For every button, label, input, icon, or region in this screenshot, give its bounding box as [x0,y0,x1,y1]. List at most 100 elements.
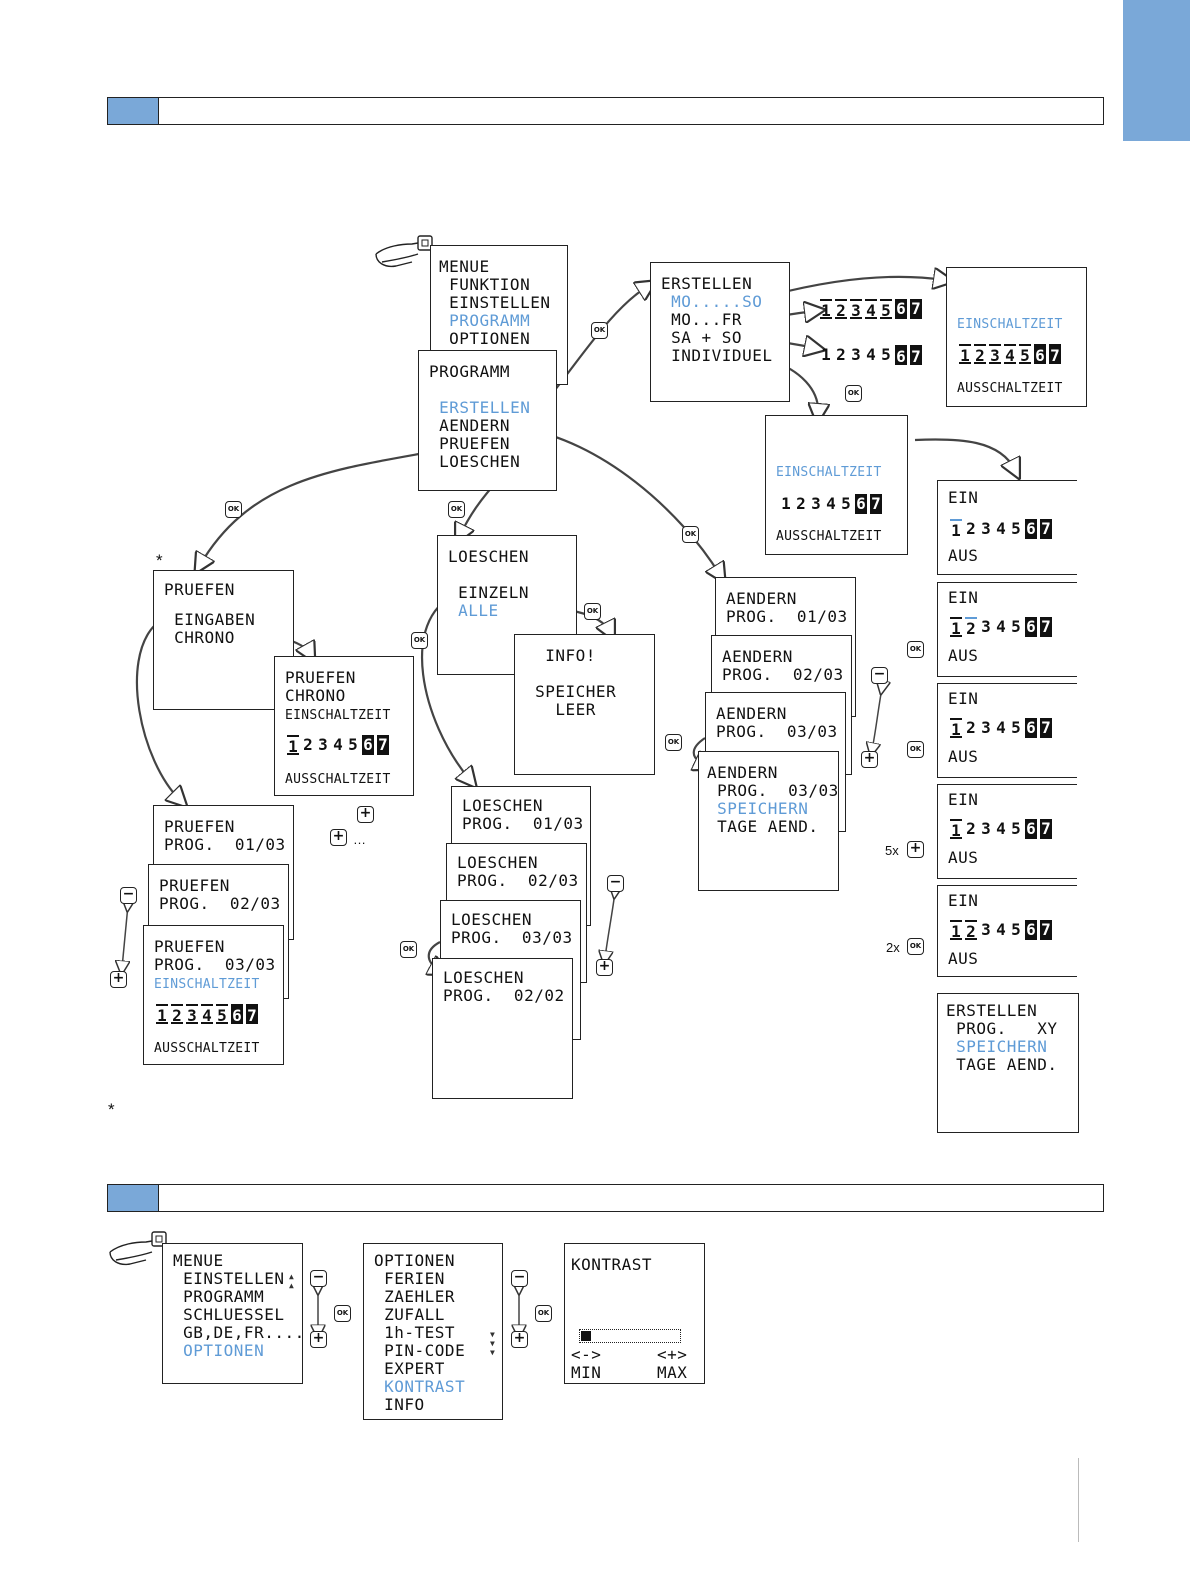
pruefen-item-eingaben[interactable]: EINGABEN [164,610,256,629]
plus-button-icon[interactable]: + [861,751,878,768]
erstellen-title: ERSTELLEN [661,274,753,293]
menu-screen-optionen-path: MENUE EINSTELLEN PROGRAMM SCHLUESSEL GB,… [162,1243,305,1384]
arrow-minus-plus-loeschen [605,892,615,958]
aendern-item-tage-aend[interactable]: TAGE AEND. [707,817,819,836]
aendern-title: AENDERN [707,763,778,782]
prog-counter: PROG. 03/03 [707,781,839,800]
day-3: 3 [851,345,861,364]
optionen-item-zufall[interactable]: ZUFALL [374,1305,445,1324]
ok-button-icon[interactable]: OK [682,526,699,543]
day-5: 5 [1011,617,1021,636]
day-4: 4 [996,920,1006,939]
day-2: 2 [966,819,976,838]
erstellen-item-individuel[interactable]: INDIVIDUEL [661,346,773,365]
day-7: 7 [1040,718,1052,738]
press-count-5x: 5x [885,843,899,858]
day-6: 6 [1025,920,1037,940]
plus-button-icon[interactable]: + [357,806,374,823]
minus-button-icon[interactable]: − [120,887,137,904]
info-speicher: SPEICHER [525,682,617,701]
optionen-screen: OPTIONEN FERIEN ZAEHLER ZUFALL 1h-TEST P… [363,1243,503,1420]
programm-item-erstellen[interactable]: ERSTELLEN [429,398,531,417]
ok-button-icon[interactable]: OK [907,938,924,955]
programm-item-pruefen[interactable]: PRUEFEN [429,434,511,453]
day-4: 4 [865,299,877,320]
erstellen-save-screen: ERSTELLEN PROG. XY SPEICHERN TAGE AEND. [937,993,1079,1133]
plus-button-icon[interactable]: + [907,841,924,858]
ok-button-icon[interactable]: OK [448,501,465,518]
menu-item-funktion[interactable]: FUNKTION [439,275,531,294]
ein-aus-screen-2: EIN 1 2 3 4 5 6 7 AUS [937,582,1077,677]
einschaltzeit-label: EINSCHALTZEIT [154,977,260,992]
menu-item-einstellen[interactable]: EINSTELLEN [439,293,551,312]
day-1: 1 [820,299,832,320]
minus-button-icon[interactable]: − [871,667,888,684]
plus-button-icon[interactable]: + [596,959,613,976]
ok-button-icon[interactable]: OK [907,641,924,658]
optionen-item-info[interactable]: INFO [374,1395,425,1414]
ok-button-icon[interactable]: OK [400,941,417,958]
plus-button-icon[interactable]: + [330,829,347,846]
menu-item-optionen[interactable]: OPTIONEN [439,329,531,348]
plus-button-icon[interactable]: + [310,1331,327,1348]
loeschen-item-alle[interactable]: ALLE [448,601,499,620]
day-5: 5 [881,345,891,364]
arrow-einschalt-ein [914,438,1015,470]
menu-item-programm[interactable]: PROGRAMM [439,311,531,330]
ok-button-icon[interactable]: OK [591,322,608,339]
ok-button-icon[interactable]: OK [907,741,924,758]
pruefen-title: PRUEFEN [159,876,230,895]
erstellen-item-mo-so[interactable]: MO.....SO [661,292,763,311]
programm-item-aendern[interactable]: AENDERN [429,416,511,435]
optionen-item-zaehler[interactable]: ZAEHLER [374,1287,456,1306]
contrast-slider[interactable] [579,1329,681,1343]
day-5: 5 [1011,519,1021,538]
day-5: 5 [216,1004,228,1025]
menu-item-optionen[interactable]: OPTIONEN [173,1341,265,1360]
day-3: 3 [981,617,991,636]
menu-item-schluessel[interactable]: SCHLUESSEL [173,1305,285,1324]
minus-button-icon[interactable]: − [310,1270,327,1287]
ok-button-icon[interactable]: OK [584,603,601,620]
ok-button-icon[interactable]: OK [535,1305,552,1322]
day-5: 5 [1011,819,1021,838]
minus-button-icon[interactable]: − [607,875,624,892]
plus-button-icon[interactable]: + [511,1331,528,1348]
day-7: 7 [1040,920,1052,940]
optionen-item-kontrast[interactable]: KONTRAST [374,1377,466,1396]
erstellen-item-mo-fr[interactable]: MO...FR [661,310,743,329]
erstellen-item-tage-aend[interactable]: TAGE AEND. [946,1055,1058,1074]
loeschen-item-einzeln[interactable]: EINZELN [448,583,530,602]
day-1: 1 [781,494,791,513]
ok-button-icon[interactable]: OK [845,385,862,402]
minus-button-icon[interactable]: − [511,1270,528,1287]
menu-item-language[interactable]: GB,DE,FR.... [173,1323,305,1342]
aendern-item-speichern[interactable]: SPEICHERN [707,799,809,818]
ok-button-icon[interactable]: OK [665,734,682,751]
aendern-prog-screen-4: AENDERN PROG. 03/03 SPEICHERN TAGE AEND. [698,751,839,891]
day-5: 5 [880,299,892,320]
chrono-label: CHRONO [285,686,346,705]
footnote-star: * [108,1100,115,1119]
day-2: 2 [835,299,847,320]
optionen-item-pin-code[interactable]: PIN-CODE [374,1341,466,1360]
erstellen-title: ERSTELLEN [946,1001,1038,1020]
menu-item-einstellen[interactable]: EINSTELLEN [173,1269,285,1288]
ok-button-icon[interactable]: OK [225,501,242,518]
prog-counter: PROG. 02/03 [159,894,281,913]
ok-button-icon[interactable]: OK [411,632,428,649]
menu-item-programm[interactable]: PROGRAMM [173,1287,265,1306]
erstellen-item-speichern[interactable]: SPEICHERN [946,1037,1048,1056]
optionen-item-1h-test[interactable]: 1h-TEST [374,1323,456,1342]
pruefen-item-chrono[interactable]: CHRONO [164,628,235,647]
optionen-item-ferien[interactable]: FERIEN [374,1269,445,1288]
day-6: 6 [231,1004,243,1025]
programm-item-loeschen[interactable]: LOESCHEN [429,452,521,471]
day-4: 4 [866,345,876,364]
plus-button-icon[interactable]: + [110,971,127,988]
erstellen-item-sa-so[interactable]: SA + SO [661,328,743,347]
ok-button-icon[interactable]: OK [334,1305,351,1322]
scroll-down-icon: ▼▼▼ [490,1330,495,1357]
optionen-item-expert[interactable]: EXPERT [374,1359,445,1378]
prog-counter: PROG. 03/03 [451,928,573,947]
